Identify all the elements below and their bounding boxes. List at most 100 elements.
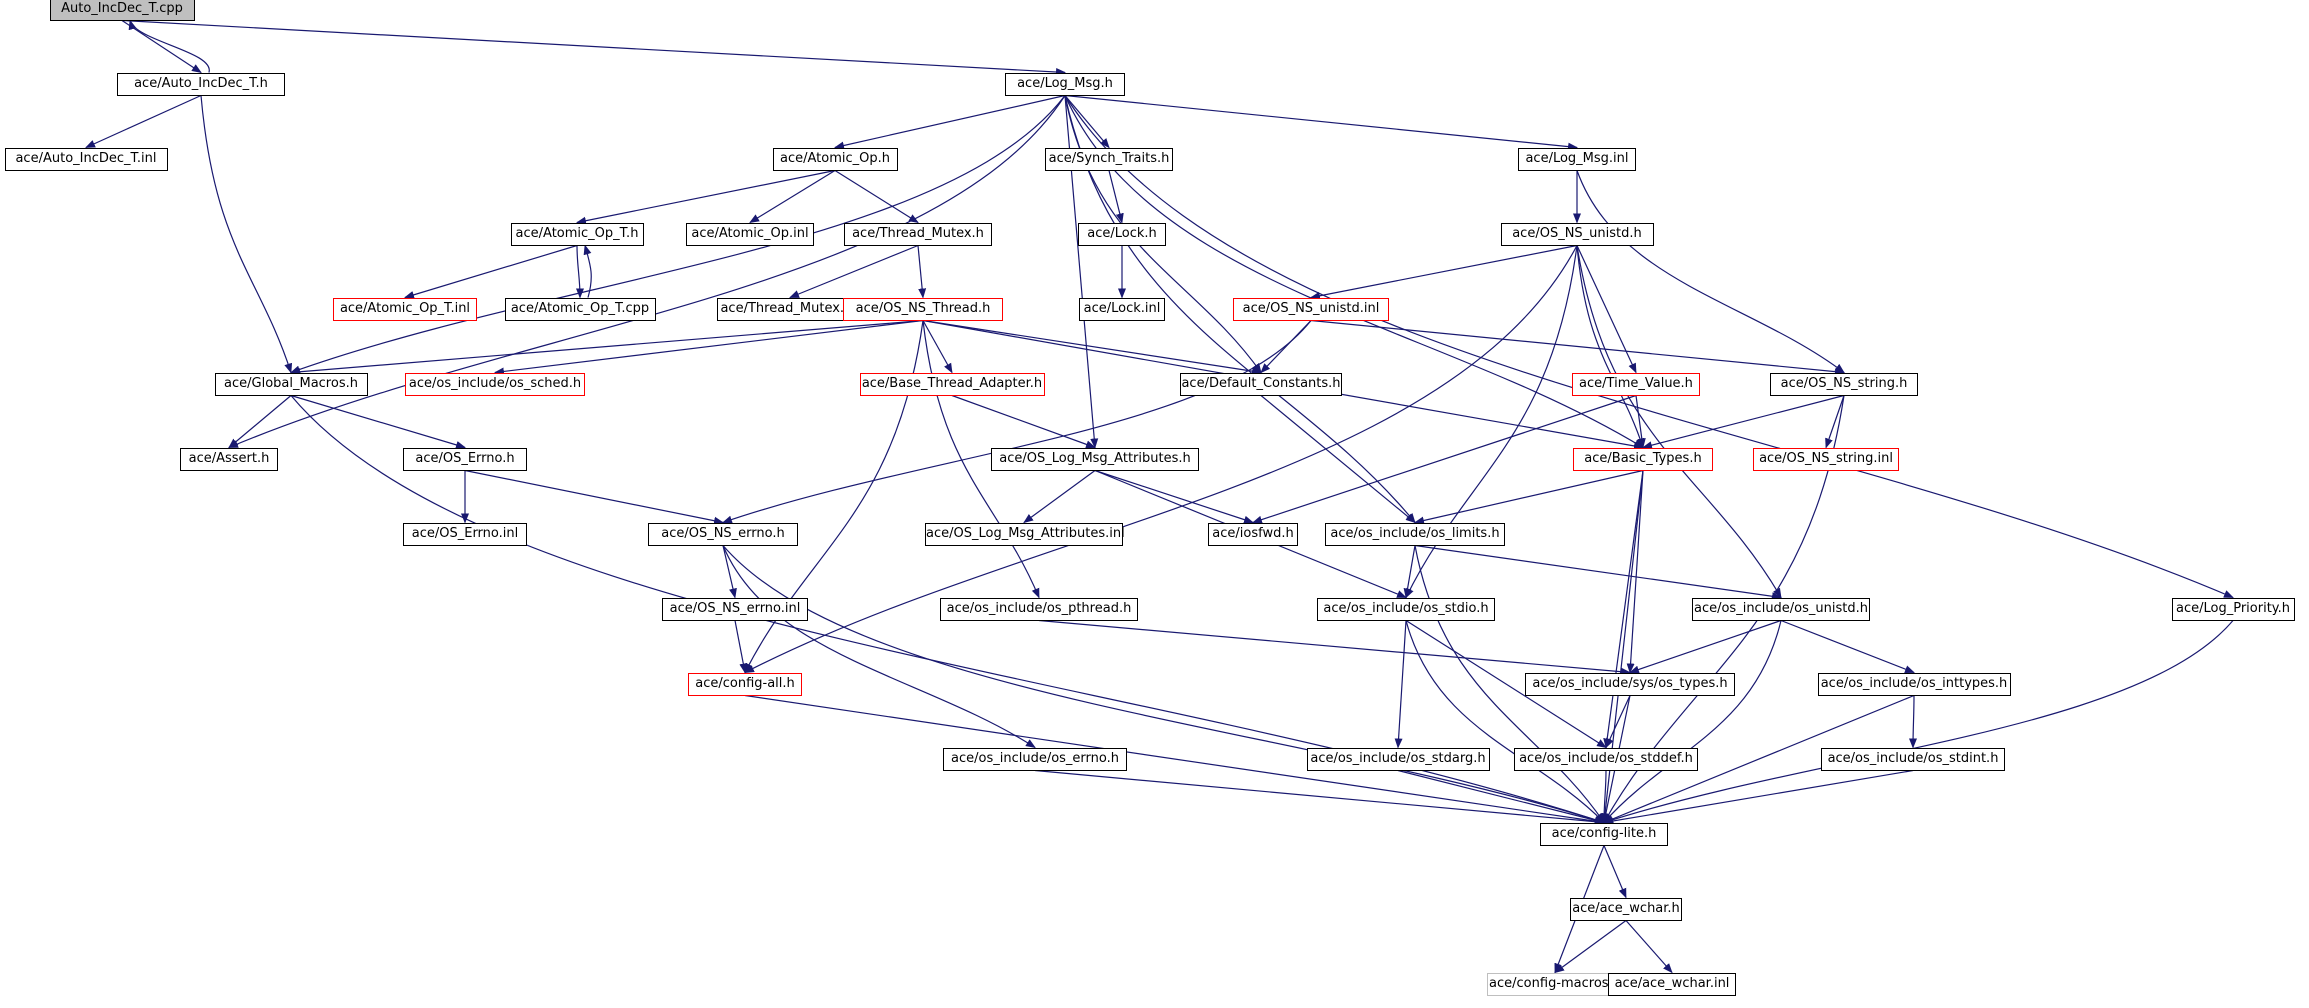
edge-osnsthread-to-ossched bbox=[494, 319, 924, 376]
node-osnsthread[interactable]: ace/OS_NS_Thread.h bbox=[843, 297, 1003, 321]
node-osnserrnoinl[interactable]: ace/OS_NS_errno.inl bbox=[662, 597, 808, 621]
node-synch[interactable]: ace/Synch_Traits.h bbox=[1045, 147, 1173, 171]
node-osinttypes[interactable]: ace/os_include/os_inttypes.h bbox=[1817, 672, 2011, 696]
node-label: ace/Atomic_Op_T.cpp bbox=[510, 300, 650, 316]
edge-atomicop-to-threadmutex bbox=[834, 169, 919, 224]
edge-autoh-to-root bbox=[128, 19, 210, 73]
edge-osnsunistd-to-osstdio bbox=[1405, 245, 1578, 599]
edge-logpriority-to-configlite bbox=[1603, 620, 2234, 824]
node-label: ace/OS_NS_errno.h bbox=[661, 525, 785, 541]
edge-osnserrnoinl-to-configall bbox=[734, 620, 748, 674]
node-autoinl[interactable]: ace/Auto_IncDec_T.inl bbox=[4, 147, 168, 171]
node-basethread[interactable]: ace/Base_Thread_Adapter.h bbox=[859, 372, 1045, 396]
node-label: ace/Log_Msg.h bbox=[1017, 75, 1113, 91]
node-logpriority[interactable]: ace/Log_Priority.h bbox=[2171, 597, 2295, 621]
node-label: ace/os_include/os_pthread.h bbox=[946, 600, 1132, 616]
node-oserrno[interactable]: ace/OS_Errno.h bbox=[403, 447, 527, 471]
node-label: ace/iosfwd.h bbox=[1212, 525, 1294, 541]
node-osstdio[interactable]: ace/os_include/os_stdio.h bbox=[1317, 597, 1495, 621]
node-threadmutexinl[interactable]: ace/Thread_Mutex.inl bbox=[717, 297, 863, 321]
node-acewcharinl[interactable]: ace/ace_wchar.inl bbox=[1608, 972, 1736, 996]
node-label: ace/Atomic_Op.h bbox=[780, 150, 890, 166]
edge-osnsstring-to-basictypes bbox=[1642, 394, 1845, 450]
node-atomicopinl[interactable]: ace/Atomic_Op.inl bbox=[686, 222, 814, 246]
node-osnsstring[interactable]: ace/OS_NS_string.h bbox=[1770, 372, 1918, 396]
node-label: ace/Atomic_Op.inl bbox=[691, 225, 809, 241]
edge-osnsstring-to-osnsstringinl bbox=[1825, 395, 1845, 449]
node-label: ace/Atomic_Op_T.h bbox=[515, 225, 639, 241]
node-osnserrno[interactable]: ace/OS_NS_errno.h bbox=[648, 522, 798, 546]
node-oslogmsgattrinl[interactable]: ace/OS_Log_Msg_Attributes.inl bbox=[925, 522, 1125, 546]
edge-osinttypes-to-osstdint bbox=[1909, 695, 1918, 749]
edge-threadmutex-to-threadmutexinl bbox=[789, 244, 919, 299]
edge-osnsunistdinl-to-osnserrno bbox=[722, 320, 1312, 524]
edge-osnsunistd-to-osunistd bbox=[1576, 245, 1782, 599]
node-globalmacros[interactable]: ace/Global_Macros.h bbox=[214, 372, 368, 396]
node-oslogmsgattr[interactable]: ace/OS_Log_Msg_Attributes.h bbox=[991, 447, 1199, 471]
node-label: ace/OS_NS_string.inl bbox=[1759, 450, 1893, 466]
node-defconst[interactable]: ace/Default_Constants.h bbox=[1180, 372, 1342, 396]
node-configall[interactable]: ace/config-all.h bbox=[688, 672, 802, 696]
node-osunistd[interactable]: ace/os_include/os_unistd.h bbox=[1692, 597, 1870, 621]
node-osnsunistd[interactable]: ace/OS_NS_unistd.h bbox=[1500, 222, 1654, 246]
node-autoh[interactable]: ace/Auto_IncDec_T.h bbox=[117, 72, 285, 96]
node-label: ace/OS_Log_Msg_Attributes.inl bbox=[926, 525, 1125, 541]
node-logmsginl[interactable]: ace/Log_Msg.inl bbox=[1518, 147, 1636, 171]
node-systypes[interactable]: ace/os_include/sys/os_types.h bbox=[1525, 672, 1735, 696]
edge-acewchar-to-acewcharinl bbox=[1625, 920, 1673, 974]
node-atomicop[interactable]: ace/Atomic_Op.h bbox=[772, 147, 898, 171]
node-acewchar[interactable]: ace/ace_wchar.h bbox=[1570, 897, 1682, 921]
edge-basictypes-to-osstddef bbox=[1603, 470, 1644, 749]
edge-basethread-to-oslogmsgattr bbox=[951, 394, 1096, 449]
node-oserrnoinl[interactable]: ace/OS_Errno.inl bbox=[403, 522, 527, 546]
edge-logmsg-to-asserth bbox=[228, 95, 1066, 449]
node-osstddef[interactable]: ace/os_include/os_stddef.h bbox=[1514, 747, 1698, 771]
node-lockh[interactable]: ace/Lock.h bbox=[1078, 222, 1166, 246]
node-atomicopt[interactable]: ace/Atomic_Op_T.h bbox=[510, 222, 644, 246]
edge-atomicop-to-atomicopt bbox=[576, 169, 836, 225]
edge-logmsginl-to-osnsstring bbox=[1576, 170, 1845, 374]
node-label: ace/os_include/os_stddef.h bbox=[1519, 750, 1693, 766]
node-ossched[interactable]: ace/os_include/os_sched.h bbox=[405, 372, 585, 396]
node-logmsg[interactable]: ace/Log_Msg.h bbox=[1005, 72, 1125, 96]
node-configmacros[interactable]: ace/config-macros.h bbox=[1487, 972, 1623, 996]
node-basictypes[interactable]: ace/Basic_Types.h bbox=[1573, 447, 1713, 471]
edge-osnsunistd-to-osnsunistdinl bbox=[1310, 244, 1578, 300]
node-osnsunistdinl[interactable]: ace/OS_NS_unistd.inl bbox=[1233, 297, 1389, 321]
node-lockinl[interactable]: ace/Lock.inl bbox=[1079, 297, 1165, 321]
node-label: ace/os_include/os_limits.h bbox=[1330, 525, 1500, 541]
node-ospthread[interactable]: ace/os_include/os_pthread.h bbox=[940, 597, 1138, 621]
node-label: ace/os_include/os_inttypes.h bbox=[1820, 675, 2008, 691]
edge-osnsunistd-to-basictypes bbox=[1576, 245, 1645, 449]
node-threadmutex[interactable]: ace/Thread_Mutex.h bbox=[844, 222, 992, 246]
edge-osnserrno-to-oserrnoh bbox=[722, 545, 1036, 749]
node-root[interactable]: Auto_IncDec_T.cpp bbox=[49, 0, 195, 21]
node-label: ace/Log_Priority.h bbox=[2176, 600, 2290, 616]
node-label: ace/config-all.h bbox=[695, 675, 795, 691]
edge-osstdio-to-configlite bbox=[1405, 620, 1605, 824]
node-oslimits[interactable]: ace/os_include/os_limits.h bbox=[1325, 522, 1505, 546]
edge-autoh-to-globalmacros bbox=[200, 95, 293, 374]
node-timevalue[interactable]: ace/Time_Value.h bbox=[1572, 372, 1700, 396]
node-label: ace/os_include/sys/os_types.h bbox=[1532, 675, 1728, 691]
edge-globalmacros-to-oserrno bbox=[290, 394, 466, 449]
node-atomicoptinl[interactable]: ace/Atomic_Op_T.inl bbox=[333, 297, 477, 321]
node-iosfwd[interactable]: ace/iosfwd.h bbox=[1208, 522, 1298, 546]
node-osstdint[interactable]: ace/os_include/os_stdint.h bbox=[1821, 747, 2005, 771]
node-label: ace/Atomic_Op_T.inl bbox=[339, 300, 471, 316]
edge-oslogmsgattr-to-iosfwd bbox=[1094, 469, 1254, 524]
edge-basictypes-to-oslimits bbox=[1414, 469, 1644, 525]
node-configlite[interactable]: ace/config-lite.h bbox=[1540, 822, 1668, 846]
node-label: ace/Auto_IncDec_T.h bbox=[134, 75, 268, 91]
node-label: ace/ace_wchar.inl bbox=[1614, 975, 1730, 991]
node-atomicoptcpp[interactable]: ace/Atomic_Op_T.cpp bbox=[504, 297, 656, 321]
edge-systypes-to-osstddef bbox=[1605, 695, 1631, 749]
node-osnsstringinl[interactable]: ace/OS_NS_string.inl bbox=[1753, 447, 1899, 471]
node-asserth[interactable]: ace/Assert.h bbox=[180, 447, 278, 471]
node-label: ace/OS_NS_string.h bbox=[1780, 375, 1908, 391]
node-osstdarg[interactable]: ace/os_include/os_stdarg.h bbox=[1306, 747, 1490, 771]
node-oserrnoh[interactable]: ace/os_include/os_errno.h bbox=[943, 747, 1127, 771]
node-label: ace/Assert.h bbox=[188, 450, 270, 466]
node-label: ace/OS_Errno.inl bbox=[411, 525, 519, 541]
